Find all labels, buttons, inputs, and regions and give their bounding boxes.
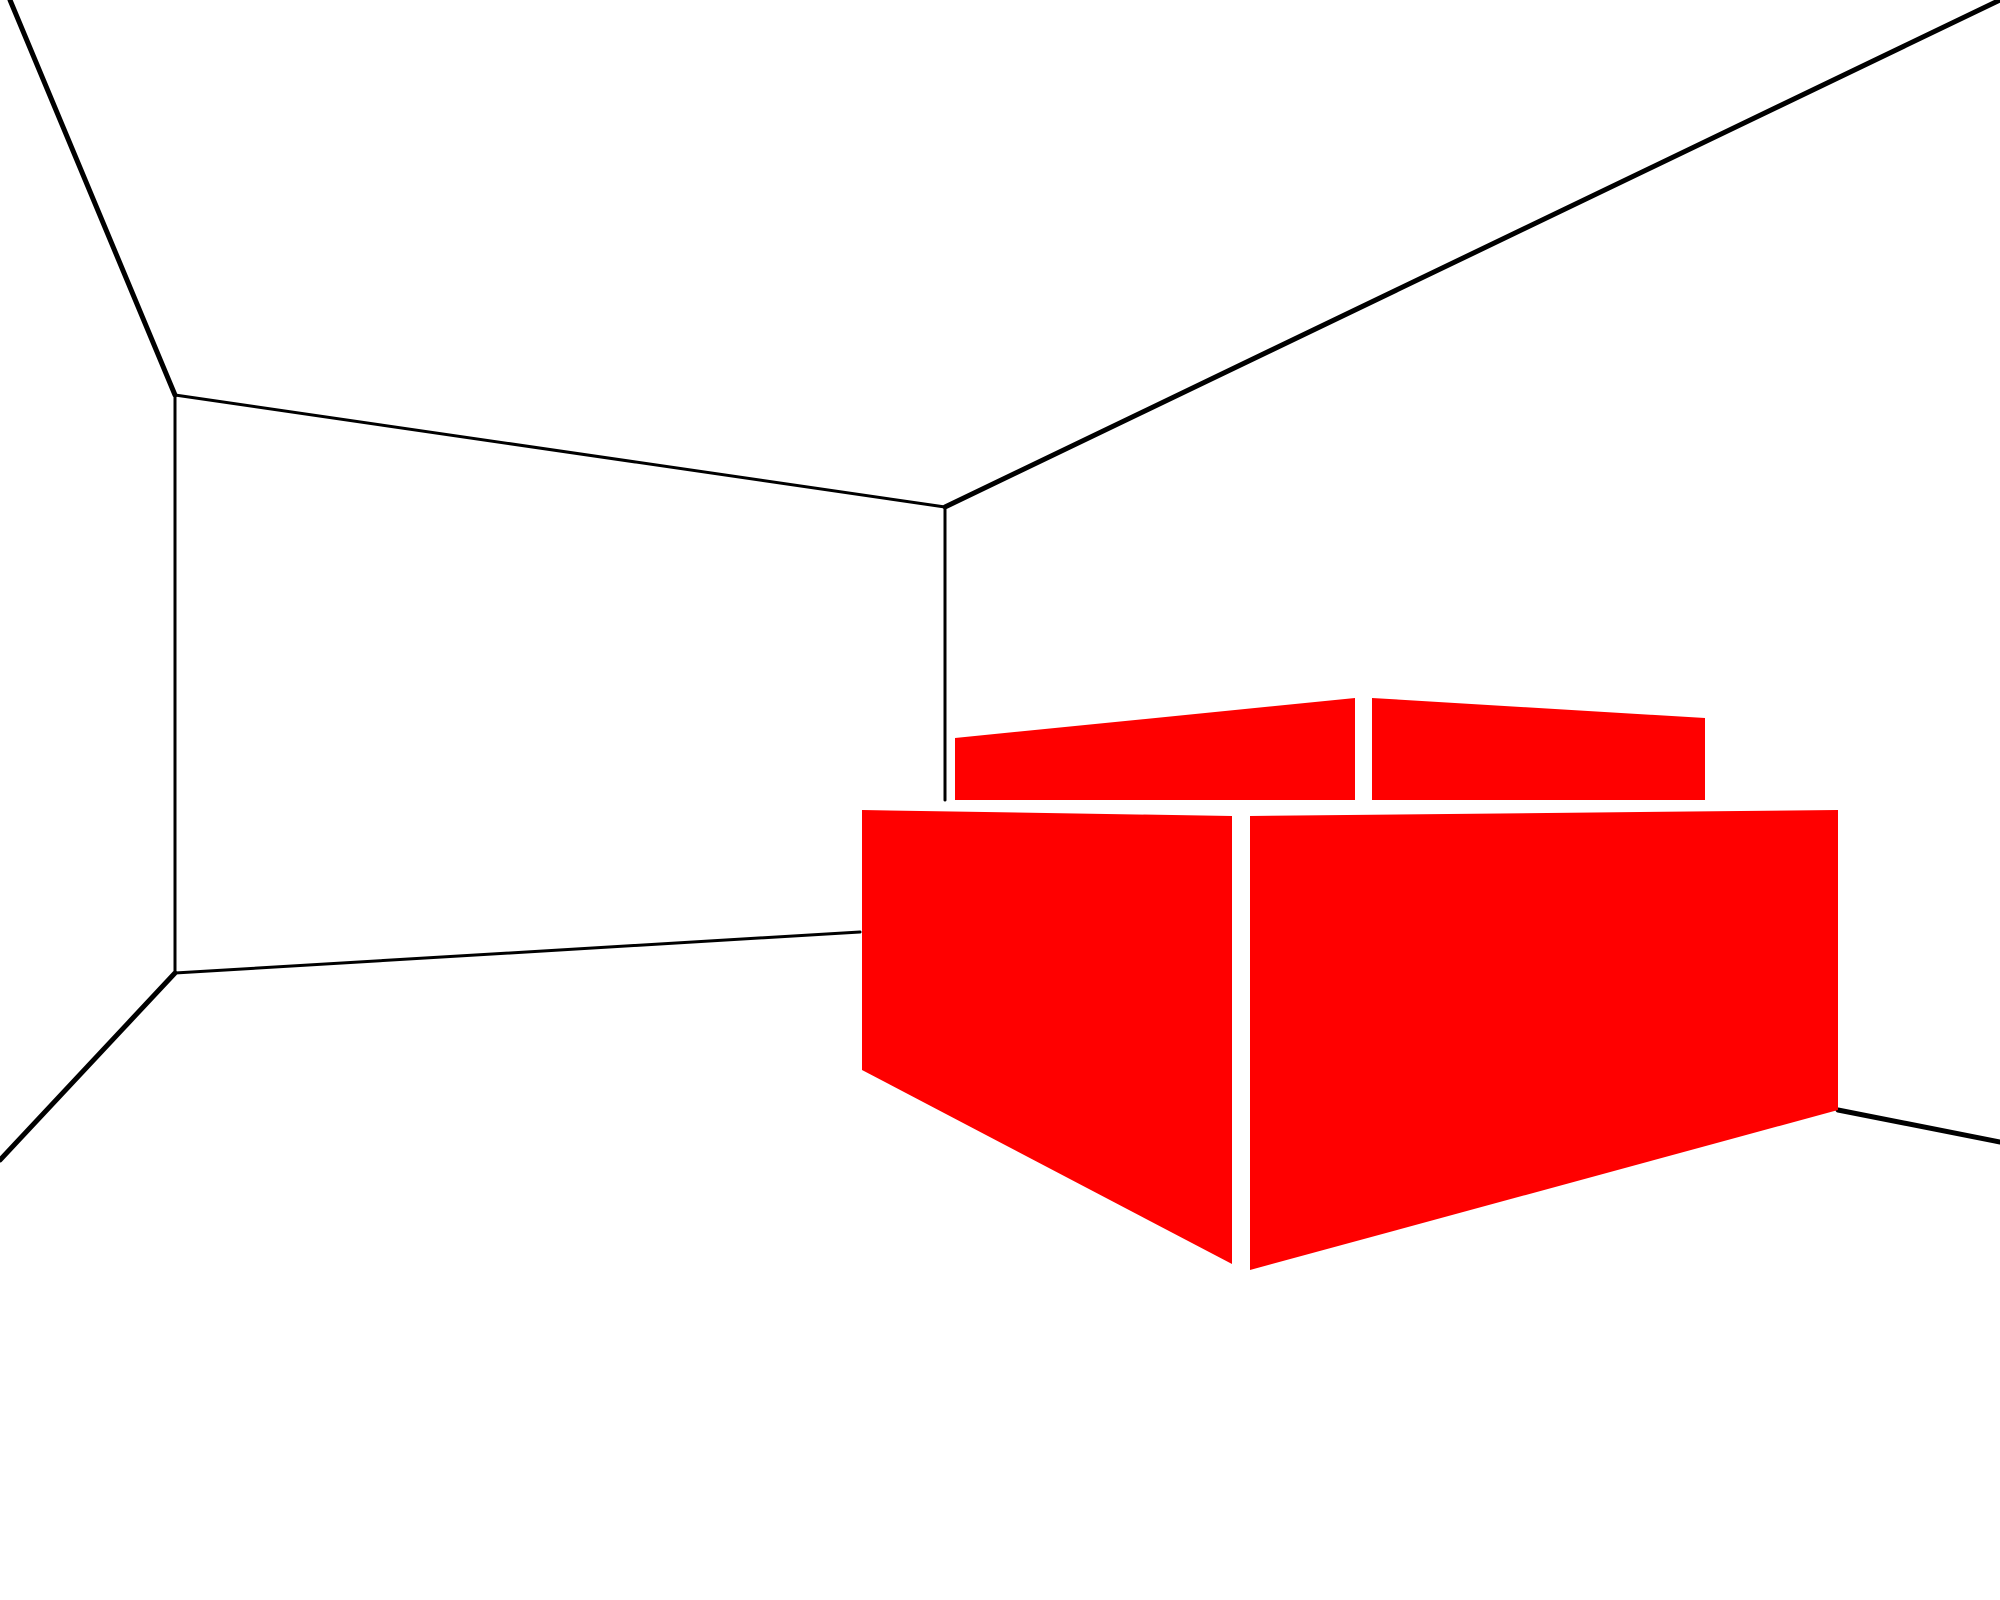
ceiling-right-edge xyxy=(942,0,2000,510)
box-top-right-face xyxy=(1372,698,1705,800)
back-wall-bottom-edge xyxy=(173,930,862,975)
box-front-left-face xyxy=(862,810,1232,1264)
back-wall-top-edge xyxy=(173,393,947,509)
box-top-left-face xyxy=(955,698,1355,800)
floor-left-edge xyxy=(0,970,178,1163)
room-lines xyxy=(0,0,2000,1163)
ceiling-left-edge xyxy=(7,0,178,398)
red-box xyxy=(862,698,1838,1270)
box-front-right-face xyxy=(1250,810,1838,1270)
floor-right-edge xyxy=(1835,1107,2000,1145)
